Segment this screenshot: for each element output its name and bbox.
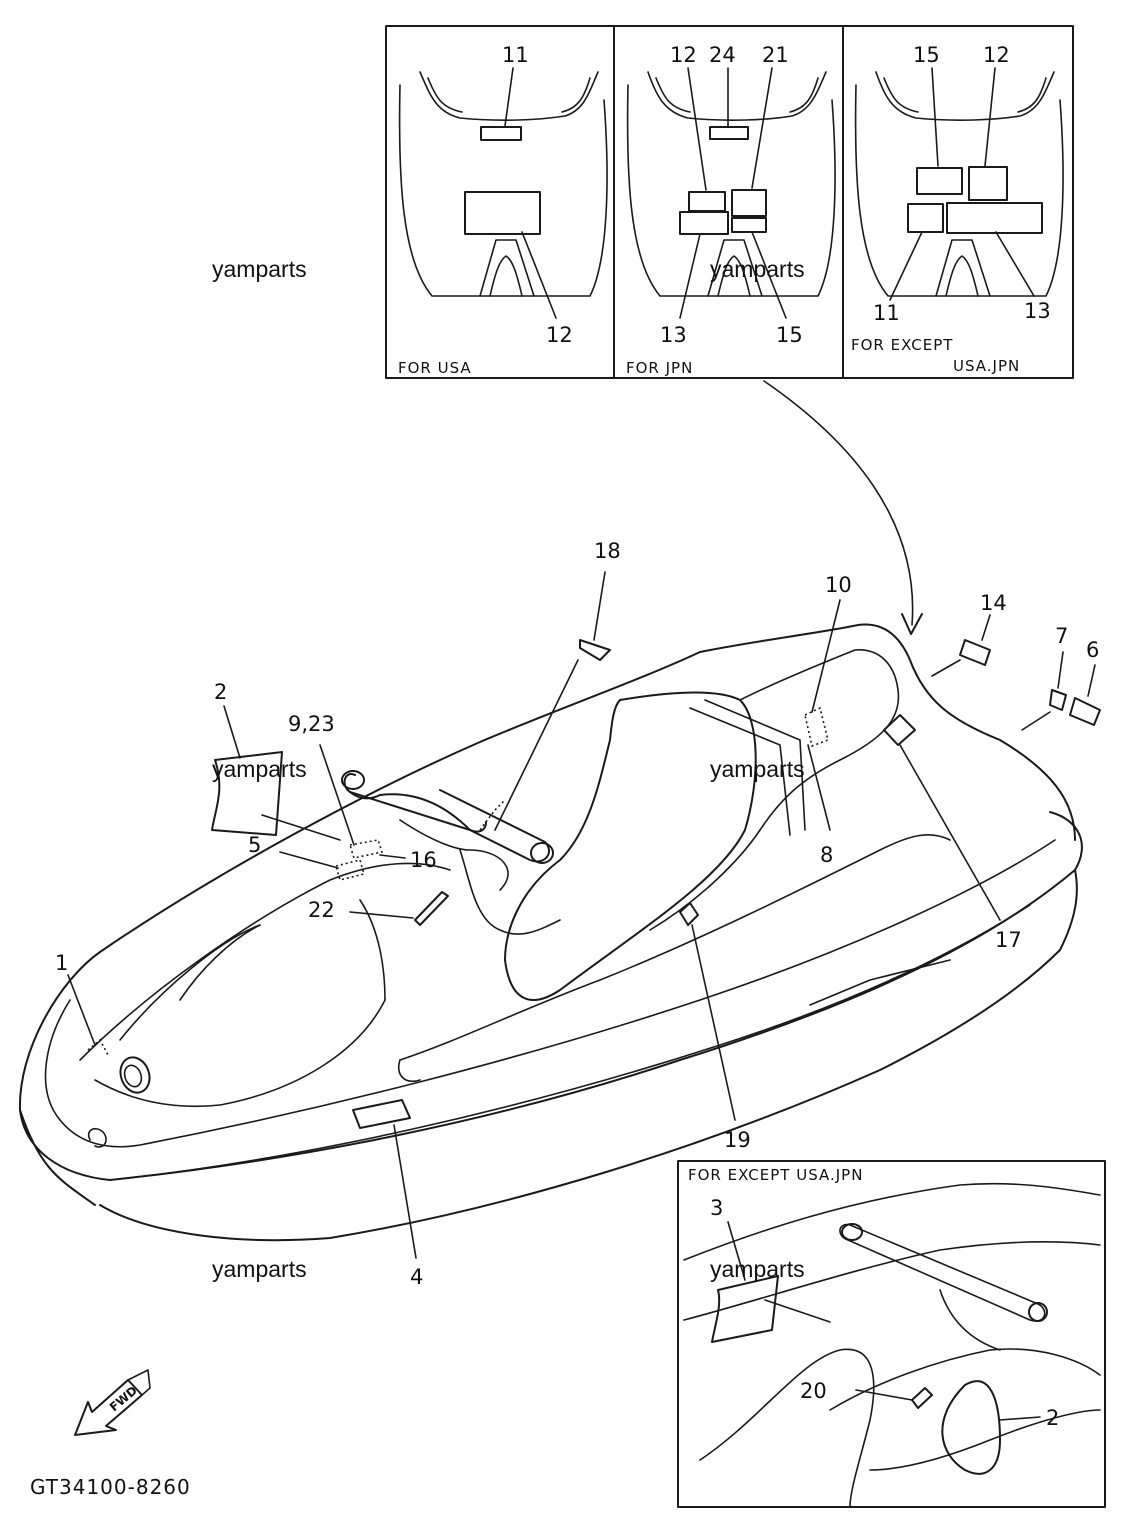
callout-2: 2	[1046, 1406, 1059, 1430]
callout-13: 13	[660, 323, 687, 347]
decal-6	[1069, 697, 1101, 726]
decal-22	[414, 891, 449, 926]
callout-12: 12	[983, 43, 1010, 67]
leader-lines	[67, 571, 1096, 1259]
watermark: yamparts	[212, 756, 307, 782]
panel-except-caption-1: FOR EXCEPT	[851, 336, 953, 354]
decal-8-10	[804, 706, 829, 748]
callout-15: 15	[913, 43, 940, 67]
panel-usa: 11 12 FOR USA	[398, 43, 608, 377]
callout-12: 12	[546, 323, 573, 347]
decal-3	[711, 1275, 779, 1343]
watermark: yamparts	[710, 756, 805, 782]
decal-11-except	[907, 203, 944, 233]
diagram-code: GT34100-8260	[30, 1475, 191, 1499]
callout-20: 20	[800, 1379, 827, 1403]
watermarks: yamparts yamparts yamparts yamparts yamp…	[212, 256, 805, 1282]
main-callouts: 18 10 14 7 6 2 9,23 5 16 8 22 17 1 19 4	[55, 539, 1099, 1289]
callout-18: 18	[594, 539, 621, 563]
craft-decals	[87, 639, 1101, 1129]
callout-10: 10	[825, 573, 852, 597]
decal-18-trace	[479, 799, 506, 831]
decal-15-jpn	[731, 217, 767, 233]
panel-jpn: 12 24 21 13 15 FOR JPN	[626, 43, 836, 377]
inset-frame	[677, 1160, 1106, 1508]
callout-7: 7	[1055, 624, 1068, 648]
panel-except-caption-2: USA.JPN	[953, 357, 1020, 375]
callout-22: 22	[308, 898, 335, 922]
callout-1: 1	[55, 951, 68, 975]
connector-line	[763, 380, 914, 626]
callout-11: 11	[873, 301, 900, 325]
callout-24: 24	[709, 43, 736, 67]
callout-15: 15	[776, 323, 803, 347]
decal-12-except	[968, 166, 1008, 201]
watermark: yamparts	[212, 256, 307, 282]
top-panels: 11 12 FOR USA 12 24 21 13 15 FOR JPN	[385, 25, 1074, 379]
decal-19	[679, 902, 699, 926]
decal-5	[335, 859, 365, 881]
callout-17: 17	[995, 928, 1022, 952]
callout-3: 3	[710, 1196, 723, 1220]
decal-20	[911, 1387, 933, 1409]
decal-2-inset	[941, 1380, 1001, 1475]
watermark: yamparts	[212, 1256, 307, 1282]
decal-1	[87, 1038, 109, 1056]
watercraft	[18, 623, 1083, 1242]
decal-18	[579, 639, 611, 661]
arrow-head	[901, 613, 923, 635]
inset-panel: FOR EXCEPT USA.JPN 3 20 2	[677, 1160, 1106, 1508]
panel-jpn-caption: FOR JPN	[626, 359, 693, 377]
decal-12-usa	[464, 191, 541, 235]
callout-13: 13	[1024, 299, 1051, 323]
decal-2	[211, 751, 283, 836]
callout-9-23: 9,23	[288, 712, 335, 736]
panel-frame	[385, 25, 1074, 379]
fwd-arrow: FWD	[74, 1369, 151, 1436]
watermark: yamparts	[710, 256, 805, 282]
callout-5: 5	[248, 833, 261, 857]
decal-15-except	[916, 167, 963, 195]
decal-24-jpn	[709, 126, 749, 140]
panel-except: 15 12 11 13 FOR EXCEPT USA.JPN	[851, 43, 1064, 375]
callout-21: 21	[762, 43, 789, 67]
decal-7	[1049, 689, 1067, 711]
decal-12-jpn	[688, 191, 726, 212]
decal-14	[959, 639, 991, 666]
inset-caption: FOR EXCEPT USA.JPN	[688, 1166, 863, 1184]
callout-19: 19	[724, 1128, 751, 1152]
decal-13-except	[946, 202, 1043, 234]
callout-12: 12	[670, 43, 697, 67]
callout-4: 4	[410, 1265, 423, 1289]
decal-9-23	[348, 839, 384, 859]
callout-16: 16	[410, 848, 437, 872]
callout-6: 6	[1086, 638, 1099, 662]
decal-11-usa	[480, 126, 522, 141]
callout-11: 11	[502, 43, 529, 67]
decal-4	[352, 1099, 411, 1129]
decal-13-jpn	[679, 211, 729, 235]
watermark: yamparts	[710, 1256, 805, 1282]
callout-14: 14	[980, 591, 1007, 615]
callout-2: 2	[214, 680, 227, 704]
panel-usa-caption: FOR USA	[398, 359, 472, 377]
decal-17	[883, 714, 916, 746]
callout-8: 8	[820, 843, 833, 867]
decal-21-jpn	[731, 189, 767, 217]
